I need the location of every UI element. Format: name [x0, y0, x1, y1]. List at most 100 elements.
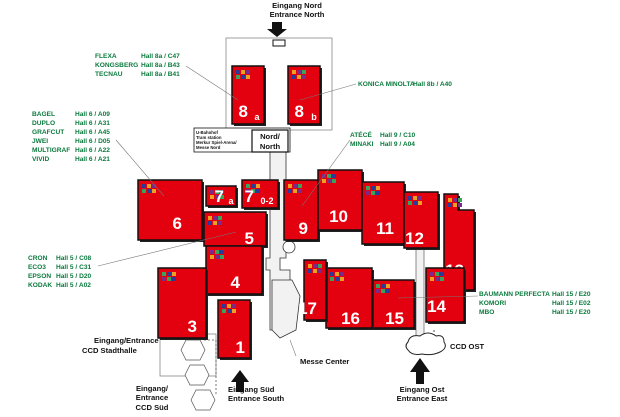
hall-1[interactable]: 1 [217, 299, 252, 360]
booth-marker [222, 309, 226, 313]
ubahn-line-4: Messe Nord [196, 145, 221, 150]
hall-6[interactable]: 6 [137, 179, 204, 242]
booth-marker [366, 191, 370, 195]
hall-number: 16 [341, 309, 360, 328]
booth-marker [251, 184, 255, 188]
exhibitor-name[interactable]: CRON [28, 255, 48, 262]
booth-marker [335, 277, 339, 281]
booth-marker [162, 272, 166, 276]
booth-marker [435, 272, 439, 276]
entrance-north-arrow-icon [267, 22, 287, 37]
hall-11[interactable]: 11 [361, 181, 406, 246]
booth-marker [213, 216, 217, 220]
booth-marker [376, 186, 380, 190]
booth-marker [220, 190, 224, 194]
booth-marker [293, 184, 297, 188]
exhibitor-stand: Hall 6 / A45 [75, 129, 110, 136]
booth-marker [340, 272, 344, 276]
booth-marker [208, 216, 212, 220]
exhibitor-name[interactable]: GRAFCUT [32, 129, 64, 136]
booth-marker [297, 75, 301, 79]
exhibitor-name[interactable]: MINAKI [350, 141, 374, 148]
hall-shape [217, 299, 251, 359]
booth-marker [210, 255, 214, 259]
exhibitor-name[interactable]: DUPLO [32, 120, 55, 127]
booth-marker [330, 277, 334, 281]
exhibitor-name[interactable]: ATÉCÉ [350, 130, 372, 139]
hall-9[interactable]: 9 [283, 179, 320, 242]
leader-line-hall5 [97, 231, 237, 267]
hall-number: 7 [245, 187, 254, 206]
exhibitor-name[interactable]: FLEXA [95, 53, 117, 60]
booth-marker [246, 70, 250, 74]
hall-12[interactable]: 12 [403, 191, 440, 250]
exhibitor-stand: Hall 15 / E20 [552, 291, 591, 298]
hall-shape [137, 179, 203, 241]
exhibitor-name[interactable]: KODAK [28, 282, 52, 289]
entrance-east-arrow-icon [410, 358, 430, 384]
hall-5[interactable]: 5 [203, 211, 268, 248]
hall-shape [287, 65, 321, 125]
hall-number: 4 [231, 273, 241, 292]
hall-number: 11 [376, 219, 394, 238]
entrance-north-gate [272, 39, 286, 47]
booth-marker [298, 184, 302, 188]
exhibitor-stand: Hall 8a / C47 [141, 53, 180, 60]
ubahn-line-3: Merkur Spiel-Arena/ [196, 140, 237, 145]
booth-marker [381, 284, 385, 288]
hall-subscript: a [254, 112, 260, 122]
exhibitor-name[interactable]: BAGEL [32, 111, 55, 118]
hall-10[interactable]: 10 [317, 169, 364, 232]
entrance-north-line2: Entrance North [270, 10, 325, 19]
booth-marker [222, 304, 226, 308]
exhibitor-name[interactable]: JWEI [32, 138, 48, 145]
booth-marker [288, 184, 292, 188]
booth-marker [256, 184, 260, 188]
exhibitor-name[interactable]: MULTIGRAF [32, 147, 70, 154]
hall-3[interactable]: 3 [157, 267, 208, 340]
booth-marker [408, 201, 412, 205]
booth-marker [335, 272, 339, 276]
exhibitor-name[interactable]: KONICA MINOLTA [358, 81, 415, 88]
hall-4[interactable]: 4 [205, 245, 264, 296]
hall-number: 14 [427, 297, 446, 316]
exhibitor-name[interactable]: VIVID [32, 156, 49, 163]
ccd-ost-label: CCD OST [450, 342, 485, 351]
ubahn-line-1: U-Bahnhof [196, 130, 219, 135]
booth-marker [220, 195, 224, 199]
hall-16[interactable]: 16 [325, 267, 374, 330]
exhibitor-stand: Hall 6 / A21 [75, 156, 110, 163]
exhibitor-name[interactable]: TECNAU [95, 71, 123, 78]
hall-number: 6 [173, 214, 182, 233]
hall-15[interactable]: 15 [371, 279, 416, 330]
hall-subscript: b [311, 112, 317, 122]
entrance-ccd-stadthalle-line2: CCD Stadthalle [82, 346, 137, 355]
hall-subscript: a [228, 196, 234, 206]
exhibitor-stand: Hall 9 / C10 [380, 132, 416, 139]
ccd-ost-building [405, 332, 446, 356]
exhibitor-name[interactable]: ECO3 [28, 264, 46, 271]
exhibitor-name[interactable]: EPSON [28, 273, 51, 280]
booth-marker [308, 264, 312, 268]
booth-marker [172, 277, 176, 281]
booth-marker [167, 272, 171, 276]
booth-marker [371, 186, 375, 190]
exhibitor-name[interactable]: KONGSBERG [95, 62, 138, 69]
booth-marker [218, 216, 222, 220]
hall-14[interactable]: 14 [425, 267, 466, 324]
exhibitor-name[interactable]: KOMORI [479, 300, 506, 307]
exhibitor-name[interactable]: MBO [479, 309, 494, 316]
ccd-hex-2 [184, 364, 210, 386]
hall-number: 8 [239, 102, 248, 121]
booth-marker [381, 289, 385, 293]
east-walkway [415, 247, 425, 339]
exhibitor-name[interactable]: BAUMANN PERFECTA [479, 291, 550, 298]
hall-17[interactable]: 17 [298, 259, 328, 322]
